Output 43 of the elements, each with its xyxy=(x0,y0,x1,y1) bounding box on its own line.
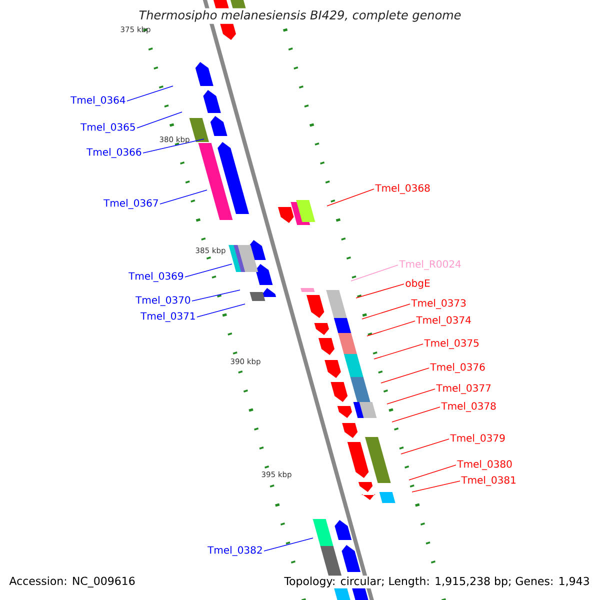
gene-label: Tmel_0373 xyxy=(411,299,466,309)
leader-line xyxy=(392,406,440,422)
gene-label: Tmel_0381 xyxy=(461,476,516,486)
title: Thermosipho melanesiensis BI429, complete genome xyxy=(136,8,464,24)
footer-text: Accession: NC_009616 xyxy=(8,576,136,588)
leader-line xyxy=(386,388,436,404)
leader-line xyxy=(326,188,374,206)
gene-label: Tmel_0376 xyxy=(430,363,485,373)
leader-line xyxy=(350,264,398,282)
leader-line xyxy=(362,304,410,320)
gene-label: Tmel_0379 xyxy=(450,434,505,444)
leader-line xyxy=(380,368,430,384)
leader-line xyxy=(136,112,182,128)
gene-label: Tmel_0366 xyxy=(86,148,142,158)
leader-line xyxy=(400,438,450,454)
gene-label: Tmel_R0024 xyxy=(399,260,461,270)
leader-line xyxy=(408,464,456,480)
leader-line xyxy=(264,538,314,552)
gene-label: Tmel_0380 xyxy=(457,460,512,470)
footer-text: Topology: circular; Length: 1,915,238 bp; Genes: 1,943 xyxy=(283,576,591,588)
gene-label: obgE xyxy=(406,279,430,289)
leader-line xyxy=(142,138,204,154)
gene-label: Tmel_0365 xyxy=(80,123,135,133)
gene-label: Tmel_0364 xyxy=(70,96,126,106)
leader-line xyxy=(366,320,416,336)
gene-label: Tmel_0368 xyxy=(375,184,430,194)
leader-line xyxy=(184,264,232,278)
leader-line xyxy=(192,290,240,302)
gene-label: Tmel_0369 xyxy=(128,272,184,282)
gene-label: Tmel_0378 xyxy=(441,402,496,412)
leader-line xyxy=(160,190,208,204)
gene-label: Tmel_0374 xyxy=(416,316,471,326)
gene-label: Tmel_0375 xyxy=(424,339,479,349)
leader-line xyxy=(374,344,424,360)
leader-line xyxy=(356,284,404,298)
gene-label: Tmel_0370 xyxy=(136,296,190,306)
leader-line xyxy=(196,304,246,318)
leader-line xyxy=(412,480,460,492)
gene-label: Tmel_0382 xyxy=(208,546,262,556)
gene-label: Tmel_0371 xyxy=(140,312,195,322)
leader-line xyxy=(126,86,174,102)
gene-label: Tmel_0377 xyxy=(436,384,491,394)
gene-label: Tmel_0367 xyxy=(104,199,158,209)
